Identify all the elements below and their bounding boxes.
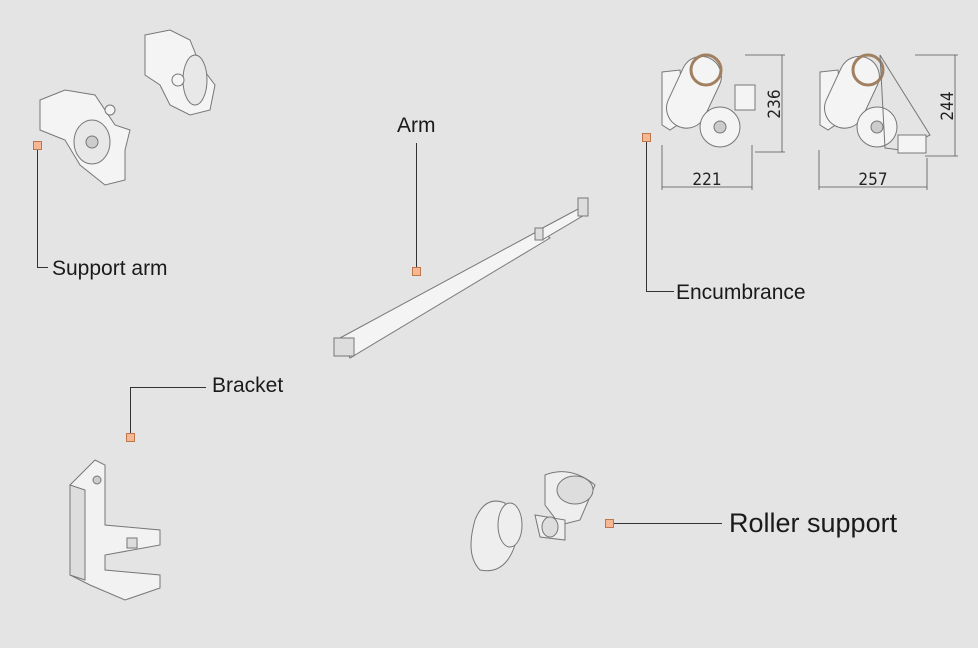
arm-leader (416, 143, 417, 267)
support-arm-label: Support arm (52, 257, 168, 280)
roller-support-leader (614, 523, 722, 524)
bracket-image (69, 459, 161, 601)
dimension-height-right: 244 (938, 91, 958, 120)
roller-support-image (470, 471, 596, 572)
encumbrance-image: 221 257 236 244 (661, 53, 958, 190)
arm-hotspot[interactable] (412, 267, 421, 276)
dimension-height-left: 236 (765, 89, 785, 118)
support-arm-leader (37, 150, 38, 268)
arm-label: Arm (397, 114, 436, 137)
bracket-leader (130, 387, 206, 388)
roller-support-hotspot[interactable] (605, 519, 614, 528)
support-arm-hotspot[interactable] (33, 141, 42, 150)
bracket-hotspot[interactable] (126, 433, 135, 442)
encumbrance-leader (646, 291, 674, 292)
dimension-width-right: 257 (858, 170, 887, 190)
encumbrance-label: Encumbrance (676, 281, 806, 304)
arm-image (333, 197, 589, 359)
bracket-label: Bracket (212, 374, 284, 397)
encumbrance-leader (646, 142, 647, 292)
dimension-width-left: 221 (692, 170, 721, 190)
support-arm-image (39, 29, 216, 186)
roller-support-label: Roller support (729, 508, 898, 538)
encumbrance-hotspot[interactable] (642, 133, 651, 142)
support-arm-leader (37, 267, 48, 268)
bracket-leader (130, 387, 131, 433)
